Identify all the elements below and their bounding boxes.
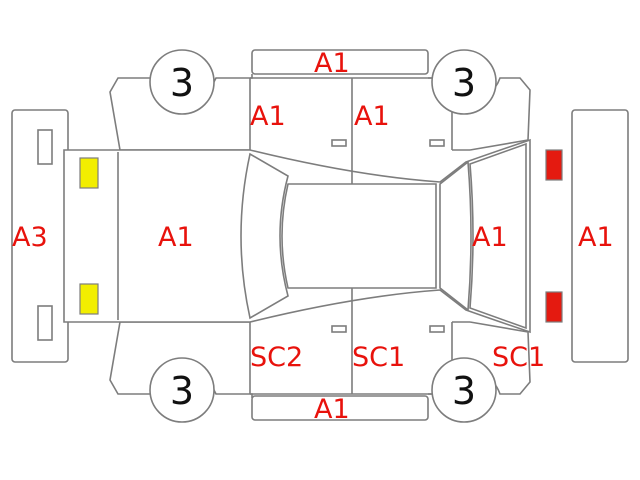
label-roof-top: A1 <box>314 48 350 79</box>
roof <box>281 183 437 289</box>
front-light-top <box>545 149 563 181</box>
roof-strip-top <box>251 49 429 75</box>
label-hood: A1 <box>158 222 194 253</box>
front-bumper <box>571 109 629 363</box>
label-rear-bumper: A3 <box>12 222 48 253</box>
wheel-bottom-right-label: 3 <box>452 369 476 413</box>
wheel-top-left: 3 <box>149 49 215 115</box>
wheel-top-left-label: 3 <box>170 61 194 105</box>
label-front-bumper: A1 <box>578 222 614 253</box>
label-fender-bottom-right: SC1 <box>492 342 545 373</box>
roof-strip-bottom <box>251 395 429 421</box>
hood-panel <box>469 142 527 330</box>
label-door-rear-bottom: SC1 <box>352 342 405 373</box>
wheel-bottom-right: 3 <box>431 357 497 423</box>
label-door-front-left-bottom: SC2 <box>250 342 303 373</box>
label-roof-bottom: A1 <box>314 394 350 425</box>
rear-light-top <box>79 157 99 189</box>
wheel-top-right: 3 <box>431 49 497 115</box>
wheel-top-right-label: 3 <box>452 61 476 105</box>
front-light-bottom <box>545 291 563 323</box>
rear-window <box>240 152 289 320</box>
wheel-bottom-left: 3 <box>149 357 215 423</box>
label-trunk: A1 <box>472 222 508 253</box>
rear-light-bottom <box>79 283 99 315</box>
car-top-view <box>63 138 531 334</box>
label-door-rear-left-top: A1 <box>354 101 390 132</box>
label-door-front-left-top: A1 <box>250 101 286 132</box>
windshield <box>439 160 472 312</box>
wheel-bottom-left-label: 3 <box>170 369 194 413</box>
